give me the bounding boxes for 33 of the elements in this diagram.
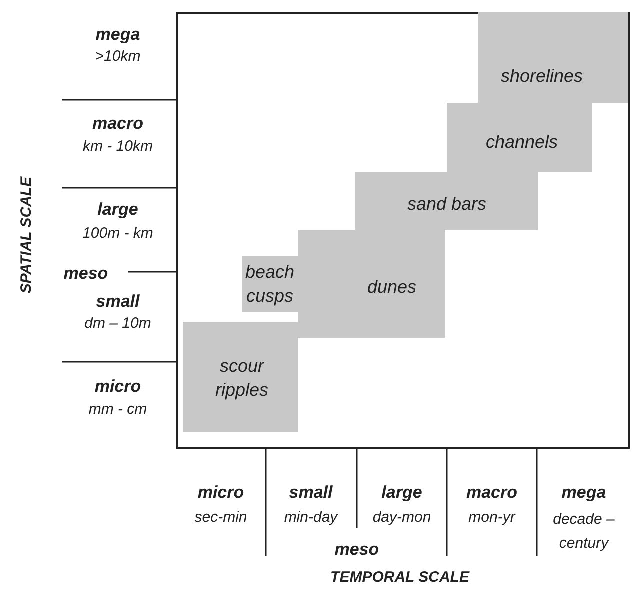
scale-range-label: km - 10km: [82, 137, 154, 157]
scale-class-label: meso: [62, 263, 110, 285]
scale-class-label: macro: [465, 482, 519, 504]
scale-range-label: min-day: [283, 508, 340, 528]
axis-title: SPATIAL SCALE: [16, 176, 36, 296]
feature-label: shorelines: [500, 65, 584, 88]
scale-class-label: macro: [91, 113, 145, 135]
axis-title: TEMPORAL SCALE: [330, 568, 471, 588]
scale-class-label: meso: [334, 539, 380, 561]
feature-label: sand bars: [406, 193, 488, 216]
scale-class-label: mega: [560, 482, 608, 504]
scale-class-label: large: [96, 199, 140, 221]
scale-class-label: mega: [94, 24, 142, 46]
feature-label: scour ripples: [214, 355, 270, 402]
scale-class-label: micro: [94, 376, 142, 398]
scale-range-label: >10km: [94, 47, 142, 67]
scale-range-label: mon-yr: [468, 508, 517, 528]
scale-class-label: large: [380, 482, 424, 504]
scale-range-label: mm - cm: [88, 400, 148, 420]
scale-range-label: 100m - km: [82, 224, 154, 244]
scale-class-label: small: [95, 291, 141, 313]
scale-range-label: dm – 10m: [84, 314, 152, 334]
scale-range-label: day-mon: [372, 508, 432, 528]
scale-range-band: [355, 172, 538, 230]
feature-label: channels: [484, 131, 560, 154]
scale-range-band: [478, 12, 628, 103]
feature-label: dunes: [366, 276, 418, 299]
scale-range-label: sec-min: [194, 508, 248, 528]
scale-range-label: decade – century: [552, 510, 616, 554]
scale-range-band: [183, 322, 298, 432]
feature-label: beach cusps: [244, 261, 296, 308]
scale-class-label: small: [288, 482, 334, 504]
scale-class-label: micro: [196, 482, 246, 504]
